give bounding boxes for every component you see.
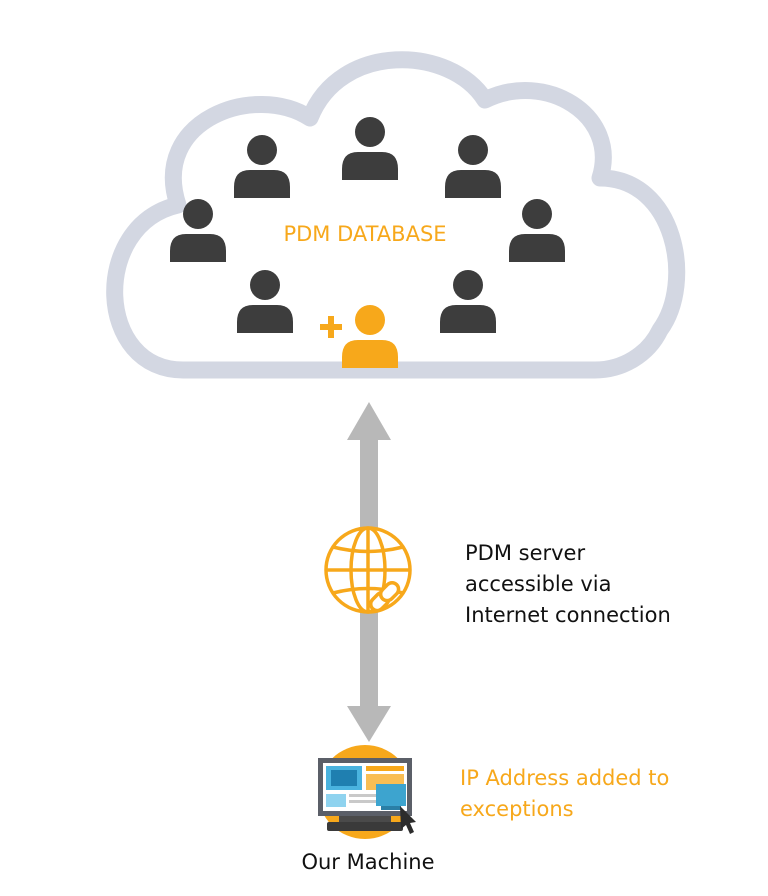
computer-icon bbox=[318, 745, 416, 839]
server-connection-label: PDM server accessible via Internet conne… bbox=[465, 538, 671, 631]
user-icon-7 bbox=[440, 270, 496, 333]
ip-note-line-1: IP Address added to bbox=[460, 766, 670, 790]
machine-label: Our Machine bbox=[301, 850, 435, 874]
user-icon-3 bbox=[445, 135, 501, 198]
cloud-icon bbox=[106, 51, 686, 379]
server-label-line-2: accessible via bbox=[465, 572, 612, 596]
database-label: PDM DATABASE bbox=[283, 222, 447, 246]
user-icon-2 bbox=[342, 117, 398, 180]
user-icon-6 bbox=[237, 270, 293, 333]
user-icon-5 bbox=[509, 199, 565, 262]
add-user-icon bbox=[320, 305, 398, 368]
server-label-line-3: Internet connection bbox=[465, 603, 671, 627]
globe-link-icon bbox=[324, 526, 412, 614]
user-icon-1 bbox=[234, 135, 290, 198]
ip-exception-note: IP Address added to exceptions bbox=[460, 763, 669, 825]
ip-note-line-2: exceptions bbox=[460, 797, 574, 821]
server-label-line-1: PDM server bbox=[465, 541, 586, 565]
